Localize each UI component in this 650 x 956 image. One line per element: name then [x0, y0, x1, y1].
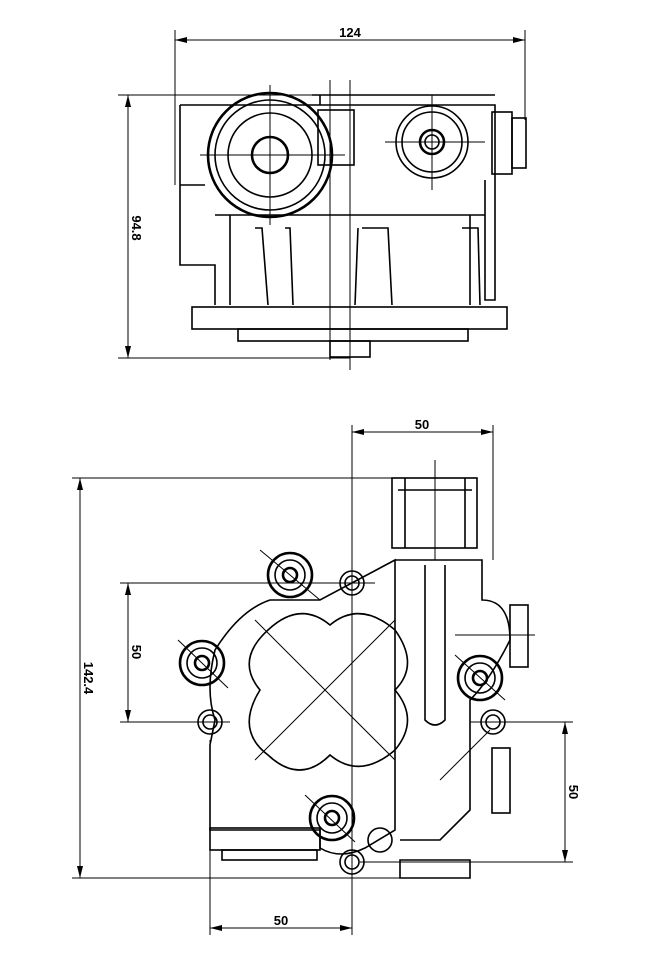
- dimension-left-50: 50: [120, 582, 375, 723]
- dimension-top-50: 50: [351, 417, 494, 935]
- dim-label-right-50: 50: [566, 785, 581, 799]
- dim-label-bottom-50: 50: [274, 913, 288, 928]
- top-view: 124 94.8: [118, 25, 527, 370]
- dim-label-124: 124: [339, 25, 361, 40]
- dim-label-94-8: 94.8: [129, 215, 144, 240]
- dim-label-left-50: 50: [129, 645, 144, 659]
- bolt-holes: [178, 551, 506, 875]
- dimension-height-142-4: 142.4: [72, 477, 400, 879]
- dim-label-top-50: 50: [415, 417, 429, 432]
- bottom-view: 50 142.4 50 50 50: [72, 417, 581, 935]
- dim-label-142-4: 142.4: [81, 662, 96, 695]
- dimension-height-top: 94.8: [118, 94, 350, 359]
- dimension-width-top: 124: [174, 25, 526, 185]
- dimension-right-50: 50: [360, 721, 581, 863]
- dimension-bottom-50: 50: [209, 740, 352, 935]
